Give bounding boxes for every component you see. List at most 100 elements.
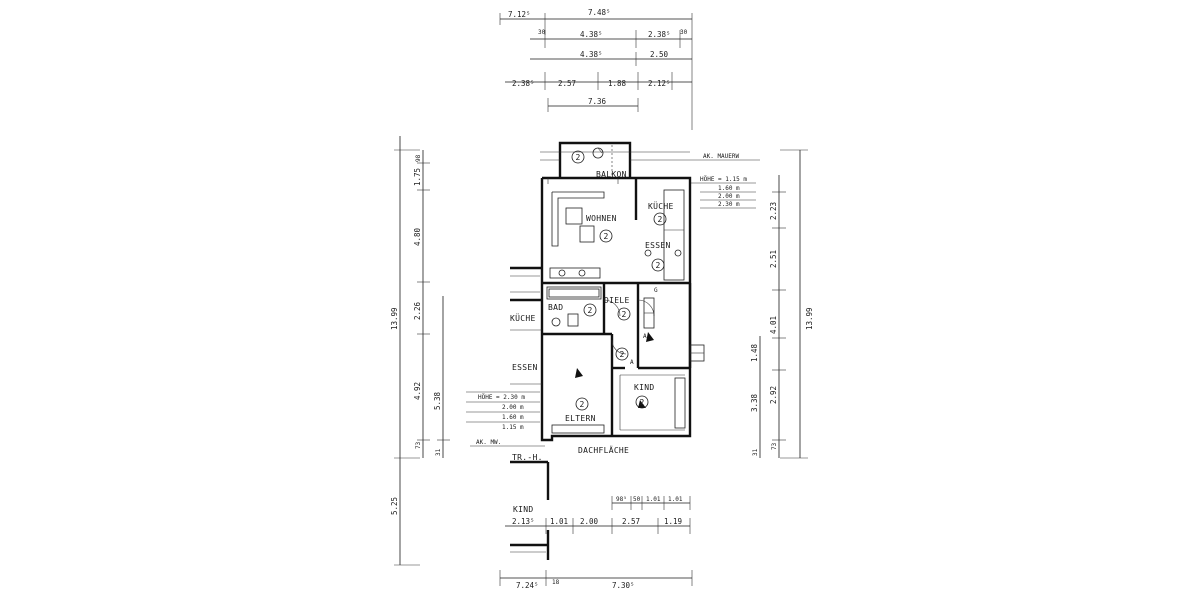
height-left-115: 1.15 m <box>502 424 524 431</box>
dim-top-30b: 30 <box>680 29 688 36</box>
dim-left-226: 2.26 <box>413 301 422 320</box>
label-diele: DIELE <box>604 296 630 305</box>
label-essen: ESSEN <box>645 241 671 250</box>
marker-kind: 2 <box>635 395 649 409</box>
dim-bot-50: 50 <box>633 496 641 503</box>
dim-top-30a: 30 <box>538 29 546 36</box>
label-dachflaeche: DACHFLÄCHE <box>578 445 629 455</box>
door-g: G <box>654 287 658 294</box>
dim-top-7125: 7.12⁵ <box>508 10 531 19</box>
label-kueche: KÜCHE <box>648 201 674 211</box>
svg-text:2: 2 <box>620 350 625 359</box>
svg-text:2: 2 <box>576 153 581 162</box>
label-tr-h: TR.-H. <box>512 453 543 462</box>
svg-text:2: 2 <box>640 398 645 407</box>
dim-top-736: 7.36 <box>588 97 607 106</box>
dim-left-73: 73 <box>415 441 422 449</box>
bottom-dimensions: 98⁵ 50 1.01 1.01 2.13⁵ 1.01 2.00 2.57 1.… <box>499 496 693 590</box>
dim-top-2385: 2.38⁵ <box>648 30 671 39</box>
dim-bot-7245: 7.24⁵ <box>516 581 539 590</box>
dim-top-257: 2.57 <box>558 79 576 88</box>
dim-right-73: 73 <box>771 442 778 450</box>
marker-kueche: 2 <box>653 212 667 226</box>
dim-top-7485: 7.48⁵ <box>588 8 611 17</box>
dim-right-223: 2.23 <box>769 202 778 220</box>
label-eltern: ELTERN <box>565 414 596 423</box>
neighbor-unit: KÜCHE ESSEN TR.-H. KIND <box>510 266 550 560</box>
svg-text:2: 2 <box>658 215 663 224</box>
dim-right-1399: 13.99 <box>805 307 814 330</box>
svg-text:2: 2 <box>588 306 593 315</box>
left-dimensions: 13.99 5.25 98 1.75 4.80 2.26 4.92 73 5.3… <box>390 136 450 566</box>
marker-diele: 2 <box>617 307 631 321</box>
dim-right-401: 4.01 <box>769 316 778 334</box>
height-left-160: 1.60 m <box>502 414 524 421</box>
dim-top-4385b: 4.38⁵ <box>580 50 603 59</box>
dim-bot-101b: 1.01 <box>668 496 683 503</box>
label-neighbor-kind: KIND <box>513 505 533 514</box>
door-a1: A <box>643 333 647 340</box>
dim-left-538: 5.38 <box>433 391 442 410</box>
dim-top-188: 1.88 <box>608 79 627 88</box>
room-labels: BALKON WOHNEN KÜCHE ESSEN BAD DIELE ELTE… <box>548 170 674 455</box>
svg-text:2: 2 <box>656 261 661 270</box>
height-notes-right: AK. MAUERW HÖHE = 1.15 m 1.60 m 2.00 m 2… <box>690 153 760 209</box>
dim-bot-985: 98⁵ <box>616 496 627 503</box>
dim-top-4385: 4.38⁵ <box>580 30 603 39</box>
dim-left-1399: 13.99 <box>390 307 399 330</box>
dim-right-251: 2.51 <box>769 250 778 268</box>
label-neighbor-kueche: KÜCHE <box>510 313 536 323</box>
apartment-walls <box>540 141 705 442</box>
right-dimensions: 13.99 2.23 2.51 4.01 2.92 73 1.48 3.38 3… <box>750 149 814 459</box>
dim-right-292: 2.92 <box>769 386 778 404</box>
dim-bot-18: 18 <box>552 579 560 586</box>
top-dimensions: 7.12⁵ 7.48⁵ 30 4.38⁵ 2.38⁵ 30 4.38⁵ 2.50… <box>499 8 693 130</box>
height-right-160: 1.60 m <box>718 185 740 192</box>
height-right-230: 2.30 m <box>718 201 740 208</box>
dim-top-250: 2.50 <box>650 50 669 59</box>
dim-right-148: 1.48 <box>750 343 759 362</box>
marker-essen: 2 <box>651 258 665 272</box>
dim-top-2125: 2.12⁵ <box>648 79 671 88</box>
dim-bot-2135: 2.13⁵ <box>512 517 535 526</box>
svg-text:2: 2 <box>580 400 585 409</box>
ak-mw-note: AK. MW. <box>476 439 501 446</box>
dim-left-31: 31 <box>435 448 442 456</box>
label-kind: KIND <box>634 383 654 392</box>
dim-left-525: 5.25 <box>390 497 399 515</box>
coffee-table <box>565 207 583 225</box>
dim-bot-119: 1.19 <box>664 517 682 526</box>
height-left-200: 2.00 m <box>502 404 524 411</box>
dim-left-98: 98 <box>415 154 422 162</box>
dim-bot-257: 2.57 <box>622 517 640 526</box>
marker-eltern: 2 <box>575 397 589 411</box>
dim-bot-101: 1.01 <box>550 517 568 526</box>
dim-bot-7305: 7.30⁵ <box>612 581 635 590</box>
marker-balkon: 2 <box>571 150 585 164</box>
dim-bot-101a: 1.01 <box>646 496 661 503</box>
room-markers: 2 2 2 2 2 2 2 2 2 <box>571 150 667 411</box>
height-right-115: HÖHE = 1.15 m <box>700 176 747 183</box>
furniture <box>546 145 682 408</box>
height-notes-left: HÖHE = 2.30 m 2.00 m 1.60 m 1.15 m AK. M… <box>466 391 545 447</box>
dim-right-31: 31 <box>752 448 759 456</box>
label-balkon: BALKON <box>596 170 627 179</box>
svg-text:2: 2 <box>622 310 627 319</box>
label-neighbor-essen: ESSEN <box>512 363 538 372</box>
label-wohnen: WOHNEN <box>586 214 617 223</box>
marker-wohnen: 2 <box>599 229 613 243</box>
svg-text:2: 2 <box>604 232 609 241</box>
dim-left-480: 4.80 <box>413 227 422 246</box>
dim-top-2385b: 2.38⁵ <box>512 79 535 88</box>
dim-right-338: 3.38 <box>750 393 759 412</box>
ak-mauerw-note: AK. MAUERW <box>703 153 740 160</box>
height-left-230: HÖHE = 2.30 m <box>478 394 525 401</box>
marker-diele-2: 2 <box>615 347 629 361</box>
dim-left-175: 1.75 <box>413 168 422 186</box>
label-bad: BAD <box>548 303 563 312</box>
dim-left-492: 4.92 <box>413 382 422 400</box>
marker-bad: 2 <box>583 303 597 317</box>
dim-bot-200: 2.00 <box>580 517 599 526</box>
door-a2: A <box>630 359 634 366</box>
